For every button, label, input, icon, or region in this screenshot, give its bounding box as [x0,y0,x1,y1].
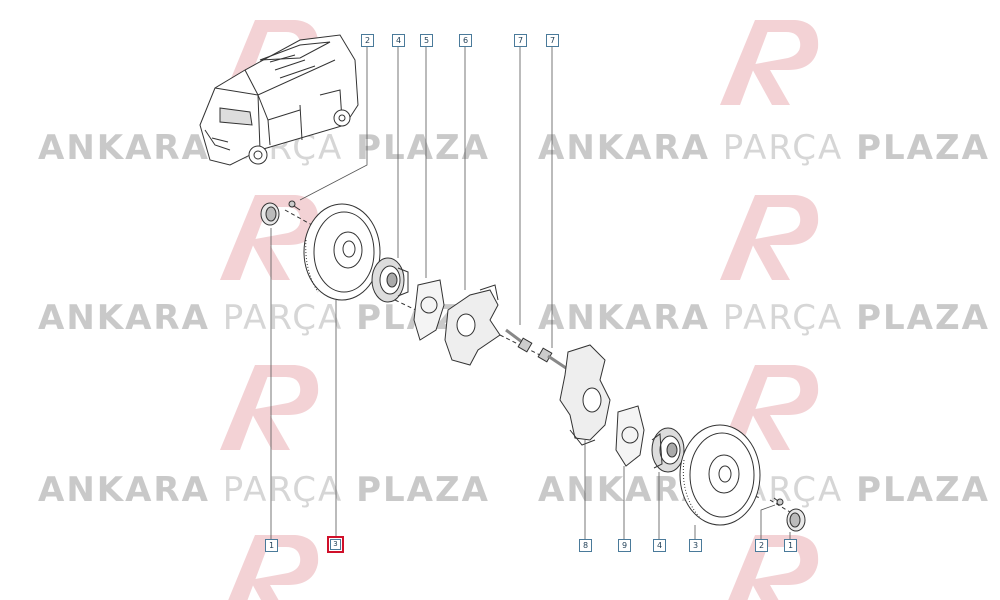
part-hub-bearing-right [651,427,685,473]
callout-9[interactable]: 9 [618,539,631,552]
callout-2[interactable]: 2 [755,539,768,552]
watermark-logo [720,365,819,450]
part-steering-knuckle-right [559,344,611,446]
part-bolt-left [505,328,533,353]
watermark-text: ANKARA PARÇA PLAZA [538,128,990,168]
part-steering-knuckle-left [444,284,501,366]
watermark-logo [220,195,319,280]
callout-label: 3 [330,539,341,550]
callout-1[interactable]: 1 [265,539,278,552]
van-illustration [199,34,359,166]
watermark-row: ANKARA PARÇA PLAZA ANKARA PARÇA PLAZA [0,470,1000,520]
callout-4[interactable]: 4 [653,539,666,552]
callout-7[interactable]: 7 [514,34,527,47]
part-nut-right [786,508,806,532]
callout-1[interactable]: 1 [784,539,797,552]
part-shield-plate-left [413,279,445,341]
watermark-logo [220,365,319,450]
callout-3[interactable]: 3 [689,539,702,552]
part-screw-left [288,200,301,211]
watermark-row: ANKARA PARÇA PLAZA ANKARA PARÇA PLAZA [0,298,1000,348]
watermark-logo [720,20,819,105]
watermark-text: ANKARA PARÇA PLAZA [38,470,490,510]
callout-2[interactable]: 2 [361,34,374,47]
callout-7[interactable]: 7 [546,34,559,47]
callout-4[interactable]: 4 [392,34,405,47]
part-nut-left [260,202,280,226]
part-brake-disc-right [679,424,761,526]
watermark-logo [228,535,319,600]
part-shield-plate-right [615,405,645,467]
callout-3-selected[interactable]: 3 [327,536,344,553]
watermark-text: ANKARA PARÇA PLAZA [538,298,990,338]
part-bolt-right [537,347,567,370]
part-hub-bearing-left [371,257,409,303]
callout-8[interactable]: 8 [579,539,592,552]
callout-6[interactable]: 6 [459,34,472,47]
watermark-text: ANKARA PARÇA PLAZA [538,470,990,510]
callout-5[interactable]: 5 [420,34,433,47]
watermark-logo [728,535,819,600]
part-screw-right [773,497,784,506]
watermark-logo [720,195,819,280]
part-brake-disc-left [303,203,381,301]
